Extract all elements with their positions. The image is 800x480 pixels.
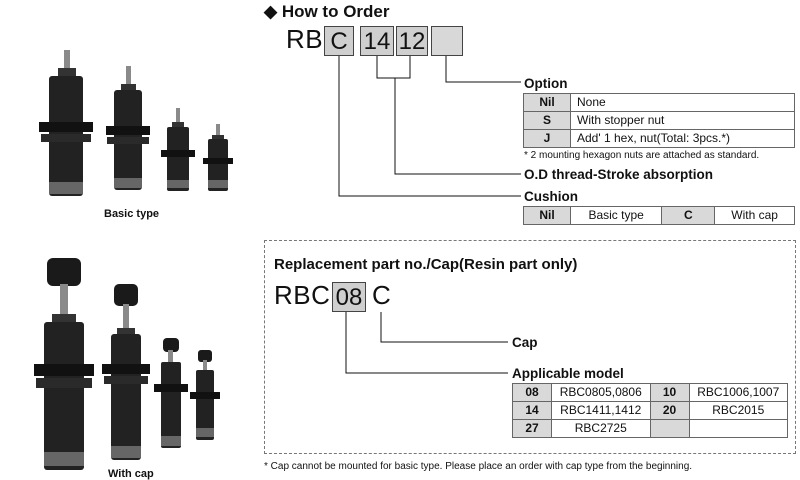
option-value: Add' 1 hex, nut(Total: 3pcs.*) bbox=[570, 129, 795, 148]
od-thread-label: O.D thread-Stroke absorption bbox=[524, 167, 714, 182]
cushion-key-nil: Nil bbox=[523, 206, 571, 225]
cushion-key-c: C bbox=[661, 206, 716, 225]
order-box-cushion: C bbox=[324, 26, 354, 56]
with-cap-absorbers bbox=[34, 258, 220, 470]
table-row: 14 RBC1411,1412 20 RBC2015 bbox=[512, 401, 788, 420]
table-row: S With stopper nut bbox=[523, 111, 795, 130]
model-value: RBC1411,1412 bbox=[551, 401, 651, 420]
model-value: RBC2725 bbox=[551, 419, 651, 438]
option-note: * 2 mounting hexagon nuts are attached a… bbox=[524, 150, 760, 161]
option-key: J bbox=[523, 129, 571, 148]
model-key: 14 bbox=[512, 401, 552, 420]
replacement-panel bbox=[264, 240, 796, 454]
cap-label: Cap bbox=[512, 335, 538, 350]
model-key: 10 bbox=[649, 383, 690, 402]
model-key: 08 bbox=[512, 383, 552, 402]
replacement-code-suffix: C bbox=[372, 280, 392, 310]
model-key: 20 bbox=[649, 401, 690, 420]
order-connector-lines bbox=[338, 56, 521, 197]
model-value: RBC1006,1007 bbox=[688, 383, 788, 402]
option-table: Nil None S With stopper nut J Add' 1 hex… bbox=[523, 93, 795, 148]
option-key: S bbox=[523, 111, 571, 130]
table-row: Nil Basic type C With cap bbox=[523, 206, 795, 225]
option-value: With stopper nut bbox=[570, 111, 795, 130]
option-label: Option bbox=[524, 76, 568, 91]
order-box-stroke: 12 bbox=[396, 26, 428, 56]
option-key: Nil bbox=[523, 93, 571, 112]
cushion-value-basic: Basic type bbox=[569, 206, 663, 225]
cushion-label: Cushion bbox=[524, 189, 578, 204]
table-row: 08 RBC0805,0806 10 RBC1006,1007 bbox=[512, 383, 788, 402]
with-cap-caption: With cap bbox=[108, 468, 154, 480]
replacement-title: Replacement part no./Cap(Resin part only… bbox=[274, 256, 578, 273]
table-row: Nil None bbox=[523, 93, 795, 112]
diamond-bullet-icon: ◆ bbox=[264, 2, 278, 21]
model-value bbox=[688, 419, 788, 438]
basic-type-caption: Basic type bbox=[104, 208, 160, 220]
model-key: 27 bbox=[512, 419, 552, 438]
applicable-model-label: Applicable model bbox=[512, 366, 624, 381]
table-row: 27 RBC2725 bbox=[512, 419, 788, 438]
model-value: RBC0805,0806 bbox=[551, 383, 651, 402]
table-row: J Add' 1 hex, nut(Total: 3pcs.*) bbox=[523, 129, 795, 148]
basic-type-absorbers bbox=[39, 50, 233, 196]
order-code-prefix: RB bbox=[286, 24, 324, 54]
replacement-note: * Cap cannot be mounted for basic type. … bbox=[264, 461, 693, 472]
how-to-order-title: How to Order bbox=[281, 2, 390, 21]
cushion-table: Nil Basic type C With cap bbox=[523, 206, 795, 225]
model-key bbox=[649, 419, 690, 438]
replacement-box-model: 08 bbox=[332, 282, 366, 312]
replacement-code-prefix: RBC bbox=[274, 280, 331, 310]
model-value: RBC2015 bbox=[688, 401, 788, 420]
option-value: None bbox=[570, 93, 795, 112]
applicable-model-table: 08 RBC0805,0806 10 RBC1006,1007 14 RBC14… bbox=[512, 383, 788, 438]
replacement-connector-lines bbox=[345, 312, 508, 374]
how-to-order-heading: ◆ How to Order bbox=[264, 2, 389, 22]
order-box-od-thread: 14 bbox=[360, 26, 394, 56]
cushion-value-cap: With cap bbox=[714, 206, 795, 225]
order-box-option bbox=[431, 26, 463, 56]
